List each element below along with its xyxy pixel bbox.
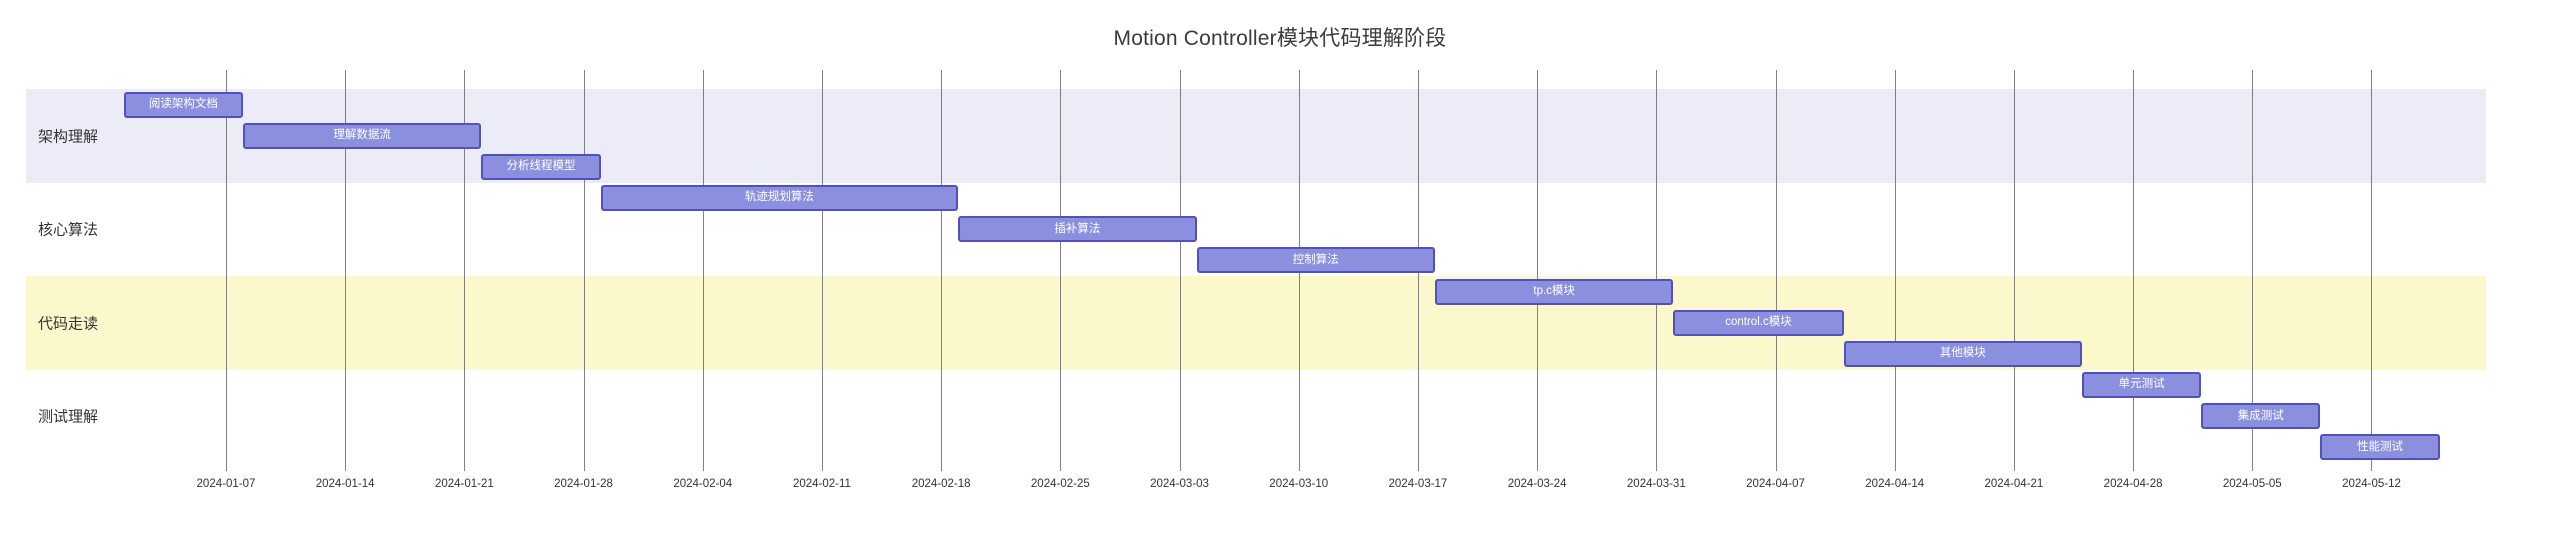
axis-tick-label: 2024-04-21 [1984,478,2044,490]
axis-tick-label: 2024-03-10 [1269,478,1329,490]
axis-tick-label: 2024-04-14 [1865,478,1925,490]
section-label: 架构理解 [38,128,99,146]
axis-tick-label: 2024-05-12 [2342,478,2401,490]
task-bar: 分析线程模型 [481,153,601,180]
grid-line [941,70,943,471]
axis-tick-label: 2024-02-11 [792,478,851,490]
task-bar: 性能测试 [2320,434,2440,461]
axis-tick-label: 2024-03-31 [1626,478,1686,490]
task-bar: 轨迹规划算法 [600,185,959,212]
grid-line [1537,70,1539,471]
grid-line [1894,70,1896,471]
task-bar-label: 集成测试 [2237,409,2284,422]
task-bar: 集成测试 [2201,403,2321,430]
chart-title: Motion Controller模块代码理解阶段 [1113,27,1447,50]
task-bar: 控制算法 [1196,247,1435,274]
section-label: 代码走读 [38,315,99,333]
section-label: 测试理解 [38,408,99,426]
grid-line [702,70,704,471]
task-bar: 理解数据流 [242,122,482,149]
grid-line [583,70,585,471]
axis-tick-label: 2024-01-07 [196,478,256,490]
grid-line [2252,70,2254,471]
axis-tick-label: 2024-02-18 [911,478,971,490]
grid-line [464,70,466,471]
grid-line [2013,70,2015,471]
section-band [26,369,2486,463]
task-bar-label: 单元测试 [2118,378,2165,391]
axis-tick-label: 2024-02-25 [1030,478,1090,490]
task-bar-label: 理解数据流 [333,129,391,142]
grid-line [1179,70,1181,471]
axis-tick-label: 2024-02-04 [673,478,733,490]
task-bar-label: 其他模块 [1939,347,1986,360]
axis-tick-label: 2024-05-05 [2222,478,2282,490]
task-bar: control.c模块 [1673,309,1844,336]
axis-tick-label: 2024-03-17 [1388,478,1448,490]
task-bar-label: 控制算法 [1292,253,1339,266]
grid-line [345,70,347,471]
grid-line [225,70,227,471]
task-bar-label: control.c模块 [1725,316,1792,329]
task-bar: tp.c模块 [1434,278,1674,305]
axis-tick-label: 2024-04-07 [1746,478,1805,490]
grid-line [1775,70,1777,471]
axis-tick-label: 2024-04-28 [2103,478,2163,490]
axis-tick-label: 2024-01-28 [554,478,613,490]
section-label: 核心算法 [38,221,99,239]
task-bar: 阅读架构文档 [123,91,243,118]
axis-tick-label: 2024-01-14 [315,478,375,490]
axis-tick-label: 2024-01-21 [434,478,494,490]
task-bar-label: 轨迹规划算法 [744,191,814,204]
axis-tick-label: 2024-03-24 [1507,478,1567,490]
task-bar: 插补算法 [958,216,1197,243]
grid-line [2133,70,2135,471]
task-bar-label: 插补算法 [1054,222,1101,235]
task-bar-label: 性能测试 [2357,440,2403,453]
grid-line [1656,70,1658,471]
grid-line [1060,70,1062,471]
axis-tick-label: 2024-03-03 [1150,478,1209,490]
task-bar: 单元测试 [2082,372,2202,399]
section-band [26,276,2486,370]
task-bar-label: 阅读架构文档 [148,97,218,110]
grid-line [2371,70,2373,471]
task-bar-label: 分析线程模型 [506,160,576,173]
grid-line [821,70,823,471]
task-bar-label: tp.c模块 [1533,284,1575,297]
task-bar: 其他模块 [1843,340,2083,367]
